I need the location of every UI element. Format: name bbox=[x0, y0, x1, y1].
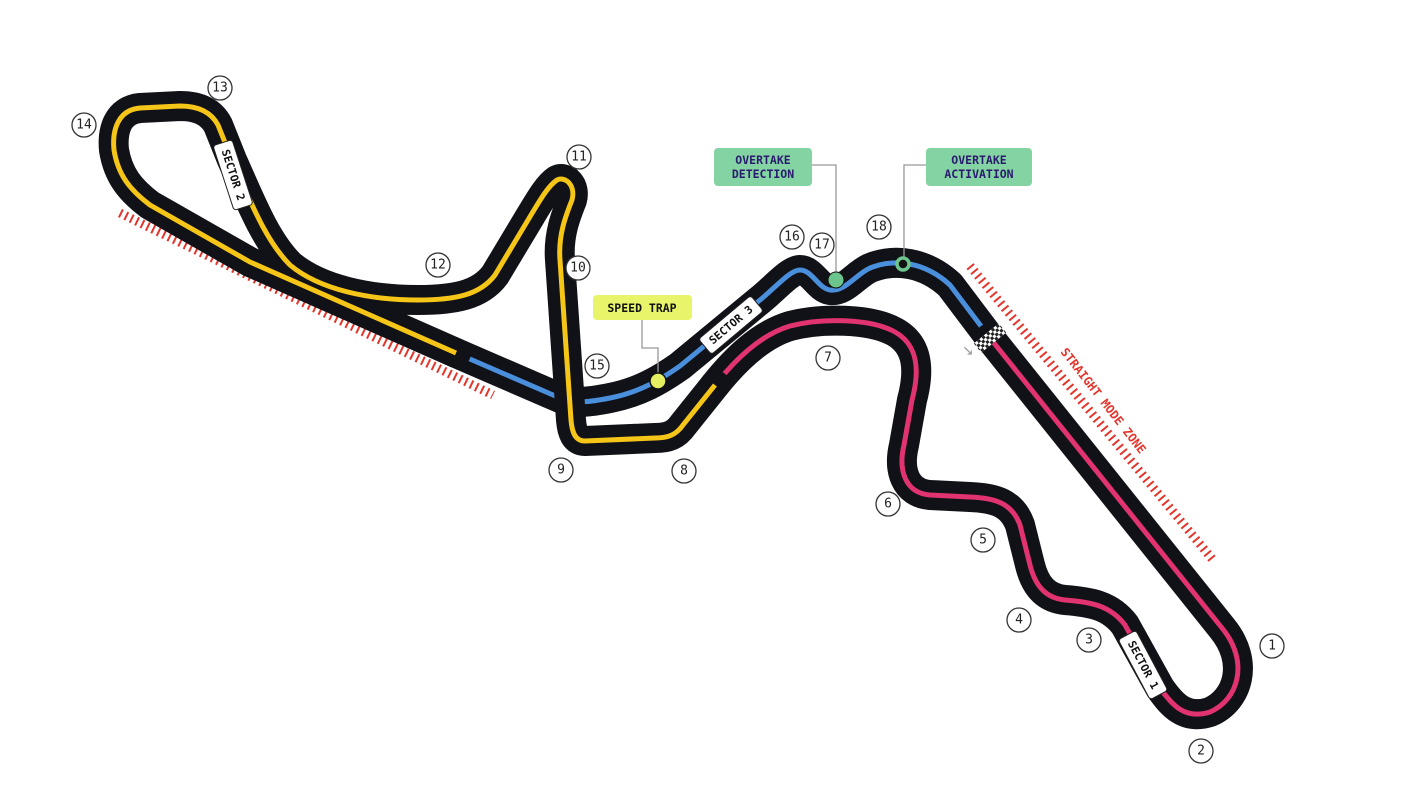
svg-text:2: 2 bbox=[1197, 744, 1205, 759]
direction-arrow-icon: ↘ bbox=[962, 344, 974, 359]
sector-1-track bbox=[700, 305, 1253, 730]
turn-2: 2 bbox=[1188, 738, 1214, 764]
turn-15: 15 bbox=[584, 353, 610, 379]
overtake-activation-callout: OVERTAKE ACTIVATION bbox=[895, 148, 1032, 272]
turn-12: 12 bbox=[425, 252, 451, 278]
turn-13: 13 bbox=[207, 75, 233, 101]
turn-9: 9 bbox=[548, 457, 574, 483]
turn-5: 5 bbox=[970, 527, 996, 553]
sector-2-track bbox=[98, 91, 730, 456]
svg-text:12: 12 bbox=[430, 258, 446, 273]
turn-18: 18 bbox=[866, 214, 892, 240]
svg-text:15: 15 bbox=[589, 359, 605, 374]
turn-16: 16 bbox=[779, 224, 805, 250]
overtake-detection-marker bbox=[827, 271, 845, 289]
start-finish-line bbox=[973, 323, 1007, 353]
svg-text:OVERTAKE: OVERTAKE bbox=[735, 153, 790, 167]
svg-text:DETECTION: DETECTION bbox=[732, 167, 794, 181]
speed-trap-marker bbox=[649, 372, 667, 390]
speed-trap-callout: SPEED TRAP bbox=[593, 295, 692, 390]
overtake-activation-marker bbox=[895, 256, 911, 272]
svg-text:9: 9 bbox=[557, 463, 565, 478]
svg-text:10: 10 bbox=[570, 261, 586, 276]
turn-17: 17 bbox=[809, 232, 835, 258]
turn-6: 6 bbox=[875, 491, 901, 517]
svg-text:18: 18 bbox=[871, 220, 887, 235]
svg-text:8: 8 bbox=[680, 464, 688, 479]
sector-3-track bbox=[441, 247, 1005, 417]
overtake-detection-callout: OVERTAKE DETECTION bbox=[714, 148, 845, 289]
turn-1: 1 bbox=[1259, 633, 1285, 659]
svg-text:ACTIVATION: ACTIVATION bbox=[944, 167, 1013, 181]
svg-text:1: 1 bbox=[1268, 639, 1276, 654]
svg-text:SPEED TRAP: SPEED TRAP bbox=[607, 301, 676, 315]
svg-text:4: 4 bbox=[1015, 613, 1023, 628]
svg-text:OVERTAKE: OVERTAKE bbox=[951, 153, 1006, 167]
svg-text:7: 7 bbox=[824, 351, 832, 366]
turn-4: 4 bbox=[1006, 607, 1032, 633]
turn-14: 14 bbox=[71, 112, 97, 138]
svg-text:3: 3 bbox=[1085, 633, 1093, 648]
turn-7: 7 bbox=[815, 345, 841, 371]
svg-text:14: 14 bbox=[76, 118, 92, 133]
svg-text:11: 11 bbox=[571, 150, 587, 165]
svg-text:17: 17 bbox=[814, 238, 830, 253]
turn-11: 11 bbox=[566, 144, 592, 170]
svg-text:6: 6 bbox=[884, 497, 892, 512]
turn-3: 3 bbox=[1076, 627, 1102, 653]
svg-text:5: 5 bbox=[979, 533, 987, 548]
svg-text:16: 16 bbox=[784, 230, 800, 245]
turn-10: 10 bbox=[565, 255, 591, 281]
svg-text:13: 13 bbox=[212, 81, 228, 96]
turn-8: 8 bbox=[671, 458, 697, 484]
